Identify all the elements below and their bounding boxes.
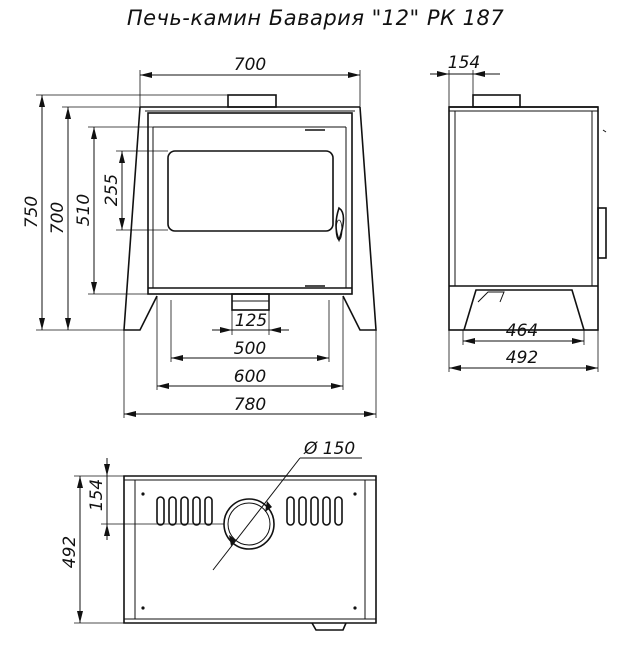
dim-top-154: 154 bbox=[87, 479, 107, 511]
dim-height-750: 750 bbox=[22, 196, 42, 228]
dim-height-255: 255 bbox=[102, 174, 122, 206]
side-view: 154 464 492 bbox=[430, 53, 607, 372]
dim-height-510: 510 bbox=[74, 194, 94, 226]
dim-flue-125: 125 bbox=[235, 311, 267, 331]
dim-flue-diameter: Ø 150 bbox=[303, 439, 355, 459]
drawing-title: Печь-камин Бавария "12" РК 187 bbox=[126, 6, 505, 30]
dim-side-492: 492 bbox=[506, 348, 538, 368]
front-view: 700 750 700 510 255 125 500 600 780 bbox=[22, 55, 377, 418]
front-flue-pipe bbox=[227, 94, 277, 108]
top-view: Ø 150 154 492 bbox=[60, 439, 377, 631]
dim-height-700: 700 bbox=[48, 202, 68, 234]
dim-base-780: 780 bbox=[234, 395, 266, 415]
dim-top-492: 492 bbox=[60, 536, 80, 568]
dim-base-500: 500 bbox=[234, 339, 266, 359]
dim-base-600: 600 bbox=[234, 367, 266, 387]
dim-side-464: 464 bbox=[506, 321, 538, 341]
side-flue-pipe bbox=[472, 94, 521, 108]
dim-width-700: 700 bbox=[234, 55, 266, 75]
dim-side-flue-154: 154 bbox=[448, 53, 480, 73]
